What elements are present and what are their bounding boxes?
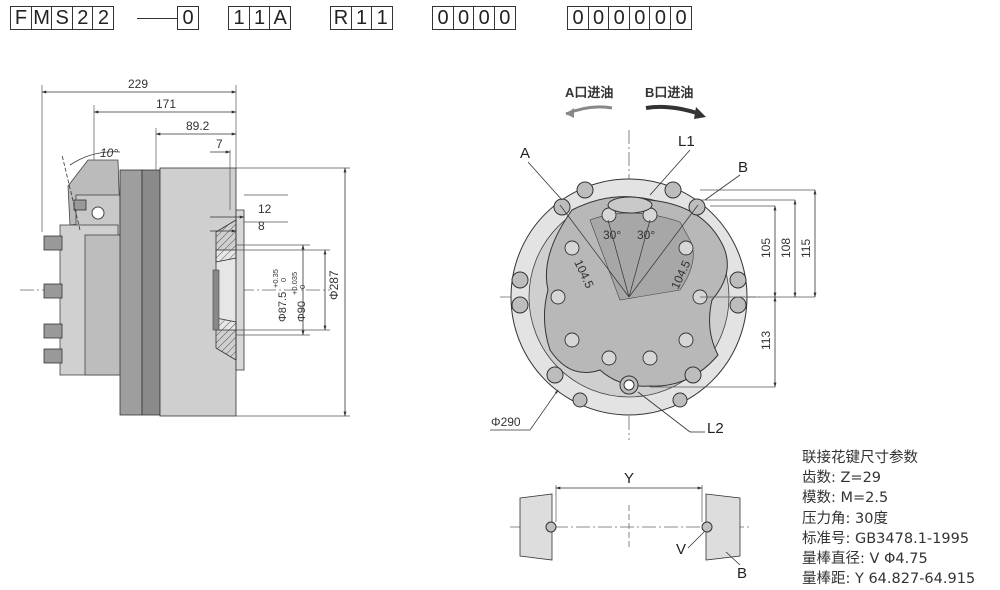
tol-text: +0.35 bbox=[271, 269, 280, 288]
dim-text: Φ290 bbox=[491, 415, 521, 429]
dim-text: Φ287 bbox=[327, 270, 341, 300]
port-a-flow-label: A口进油 bbox=[565, 85, 613, 100]
tol-text: +0.035 bbox=[290, 272, 299, 295]
tol-text: 0 bbox=[298, 285, 307, 289]
code-group-2: 0 bbox=[177, 6, 199, 30]
spec-title: 联接花键尺寸参数 bbox=[802, 450, 918, 466]
dim-text: Φ90 bbox=[296, 301, 308, 322]
angle-text: 10° bbox=[100, 146, 118, 160]
label-y: Y bbox=[624, 470, 634, 487]
spec-line: 量棒距: Y 64.827-64.915 bbox=[802, 571, 976, 588]
dim-text: 105 bbox=[759, 238, 773, 258]
label-v: V bbox=[676, 541, 686, 558]
angle-arc-10 bbox=[69, 151, 121, 166]
spline-parameters: 联接花键尺寸参数 齿数: Z=29 模数: M=2.5 压力角: 30度 标准号… bbox=[802, 448, 975, 589]
bolts bbox=[43, 199, 87, 364]
side-view: 229 171 89.2 7 12 8 10° Φ287 Φ87.5 +0.35… bbox=[20, 77, 350, 417]
code-char: M bbox=[30, 6, 53, 30]
label-l1: L1 bbox=[678, 133, 695, 150]
code-group-4: R 1 1 bbox=[330, 6, 394, 30]
dim-text: 8 bbox=[258, 219, 265, 233]
code-char: 1 bbox=[248, 6, 271, 30]
flow-arrow-b bbox=[645, 104, 701, 116]
spec-line: 量棒直径: V Φ4.75 bbox=[802, 551, 928, 568]
measuring-pin-right bbox=[701, 521, 713, 533]
output-face bbox=[235, 209, 245, 371]
tol-text: 0 bbox=[279, 278, 288, 282]
spec-line: 模数: M=2.5 bbox=[802, 490, 889, 507]
bolt-holes bbox=[511, 181, 747, 408]
code-char: 0 bbox=[587, 6, 610, 30]
valve-plate-inner bbox=[589, 212, 694, 301]
code-char: 0 bbox=[473, 6, 496, 30]
dim-text: 7 bbox=[216, 137, 223, 151]
port-l1-slot bbox=[607, 196, 653, 214]
spline-segment-right bbox=[705, 493, 741, 561]
port-b-flow-label: B口进油 bbox=[645, 85, 693, 100]
dim-text: 108 bbox=[779, 238, 793, 258]
dim-text: 229 bbox=[128, 77, 148, 91]
code-char: S bbox=[51, 6, 74, 30]
code-char: 1 bbox=[350, 6, 373, 30]
measuring-pin-left bbox=[545, 521, 557, 533]
dim-text: 89.2 bbox=[186, 119, 210, 133]
spec-line: 标准号: GB3478.1-1995 bbox=[802, 530, 970, 547]
dim-text: Φ87.5 bbox=[277, 292, 289, 322]
code-char: A bbox=[269, 6, 292, 30]
arrow-head-icon bbox=[694, 107, 706, 119]
mounting-flange bbox=[119, 169, 143, 416]
flange-ring bbox=[141, 169, 161, 416]
arrow-head-icon bbox=[566, 108, 574, 118]
inner-bolt-holes bbox=[550, 207, 708, 366]
code-char: 2 bbox=[92, 6, 115, 30]
dim-text: 30° bbox=[637, 228, 655, 242]
code-group-series: F M S 2 2 bbox=[10, 6, 115, 30]
distributor bbox=[84, 234, 122, 376]
section-hatch-bottom bbox=[215, 317, 237, 361]
dim-text: 113 bbox=[759, 331, 773, 350]
code-char: 0 bbox=[670, 6, 693, 30]
label-b-spline: B bbox=[737, 565, 747, 582]
port-l2 bbox=[623, 379, 635, 391]
code-char: 0 bbox=[177, 6, 199, 30]
spline-teeth bbox=[212, 269, 220, 331]
section-hatch-top bbox=[215, 219, 237, 263]
code-group-5: 0 0 0 0 bbox=[432, 6, 516, 30]
dim-text: 12 bbox=[258, 202, 272, 216]
code-group-3: 1 1 A bbox=[228, 6, 292, 30]
code-char: 0 bbox=[493, 6, 516, 30]
dim-text: 115 bbox=[799, 239, 813, 258]
label-l2: L2 bbox=[707, 420, 724, 437]
label-a: A bbox=[520, 145, 530, 162]
code-group-6: 0 0 0 0 0 0 bbox=[567, 6, 693, 30]
dim-text: 171 bbox=[156, 97, 176, 111]
spline-view: Y V B bbox=[510, 470, 750, 582]
code-char: 1 bbox=[371, 6, 394, 30]
spline-segment-left bbox=[519, 493, 553, 561]
front-view: A口进油 B口进油 bbox=[490, 85, 817, 440]
label-b: B bbox=[738, 159, 748, 176]
code-separator bbox=[137, 18, 177, 19]
code-char: 0 bbox=[649, 6, 672, 30]
spec-line: 齿数: Z=29 bbox=[802, 470, 882, 487]
dim-text: 30° bbox=[603, 228, 621, 242]
port-hole bbox=[91, 206, 105, 220]
spec-line: 压力角: 30度 bbox=[802, 510, 888, 527]
